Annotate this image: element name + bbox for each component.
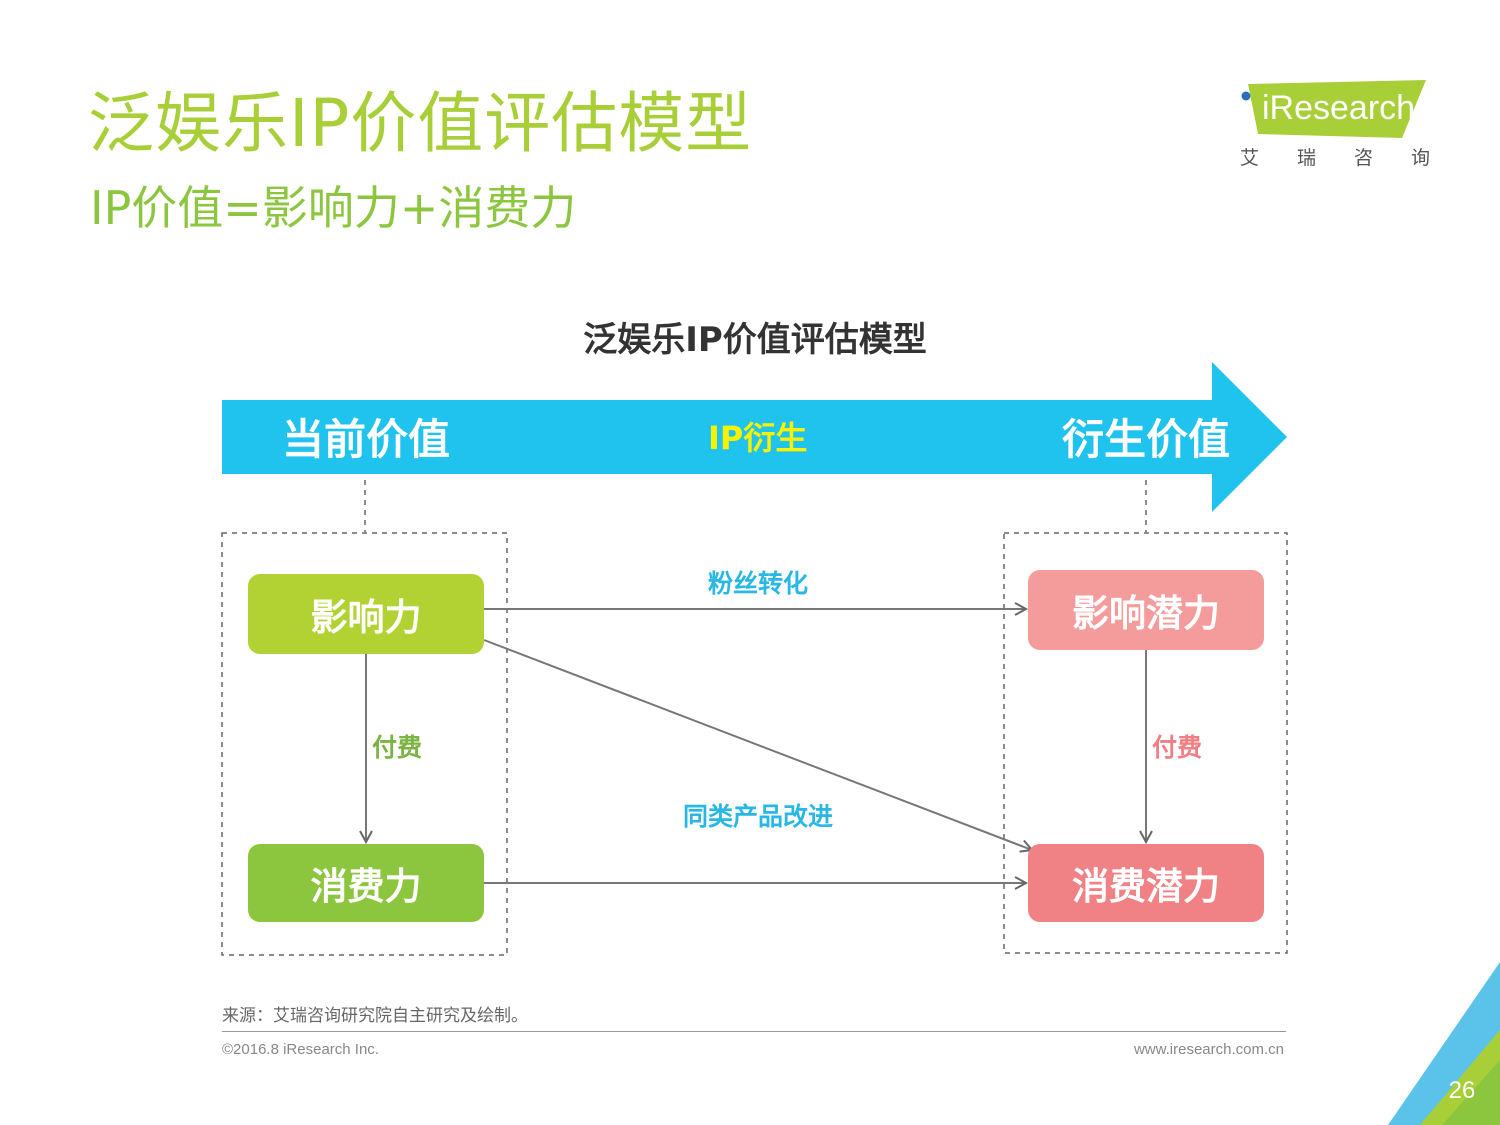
page-number: 26: [1448, 1077, 1476, 1104]
node-consumption-potential-label: 消费潜力: [1072, 865, 1220, 908]
node-consumption-label: 消费力: [310, 865, 422, 908]
diagram-title: 泛娱乐IP价值评估模型: [583, 320, 927, 360]
logo-char: 询: [1410, 147, 1430, 169]
logo-char: 咨: [1353, 147, 1373, 169]
edge-label-fan-conversion: 粉丝转化: [708, 569, 809, 598]
logo-banner: [1241, 80, 1426, 138]
logo-char: 瑞: [1296, 147, 1316, 169]
copyright-text: ©2016.8 iResearch Inc.: [222, 1041, 379, 1058]
node-influence: 影响力: [248, 574, 484, 654]
node-consumption: 消费力: [248, 844, 484, 922]
node-consumption-potential: 消费潜力: [1028, 844, 1264, 922]
slide-subtitle: IP价值=影响力+消费力: [90, 181, 577, 235]
edge-label-pay-left: 付费: [372, 733, 423, 762]
logo-char: 艾: [1240, 147, 1260, 169]
node-influence-potential: 影响潜力: [1028, 570, 1264, 650]
stage-derived-value-label: 衍生价值: [1062, 415, 1231, 464]
slide-title: 泛娱乐IP价值评估模型: [88, 85, 753, 162]
logo-dot-icon: [1241, 91, 1251, 101]
source-note: 来源：艾瑞咨询研究院自主研究及绘制。: [222, 1006, 528, 1026]
logo-wordmark: iResearch: [1262, 89, 1416, 127]
value-timeline-arrow: [222, 362, 1287, 512]
node-influence-label: 影响力: [310, 596, 422, 639]
current-value-group: [221, 532, 508, 956]
node-influence-potential-label: 影响潜力: [1072, 592, 1220, 635]
logo-banner-shape: [1248, 80, 1426, 138]
stage-ip-derivation-label: IP衍生: [708, 419, 808, 457]
logo-chinese-name: 艾 瑞 咨 询: [1240, 146, 1430, 170]
footer-divider: [222, 1031, 1286, 1032]
derived-value-group: [1003, 532, 1288, 954]
edge-product-improvement: [483, 639, 1034, 853]
edge-label-pay-right: 付费: [1152, 733, 1203, 762]
website-url: www.iresearch.com.cn: [1133, 1041, 1284, 1058]
edge-label-product-improvement: 同类产品改进: [683, 802, 834, 831]
stage-current-value-label: 当前价值: [282, 415, 451, 464]
corner-decoration-dark-green: [1442, 1060, 1500, 1125]
